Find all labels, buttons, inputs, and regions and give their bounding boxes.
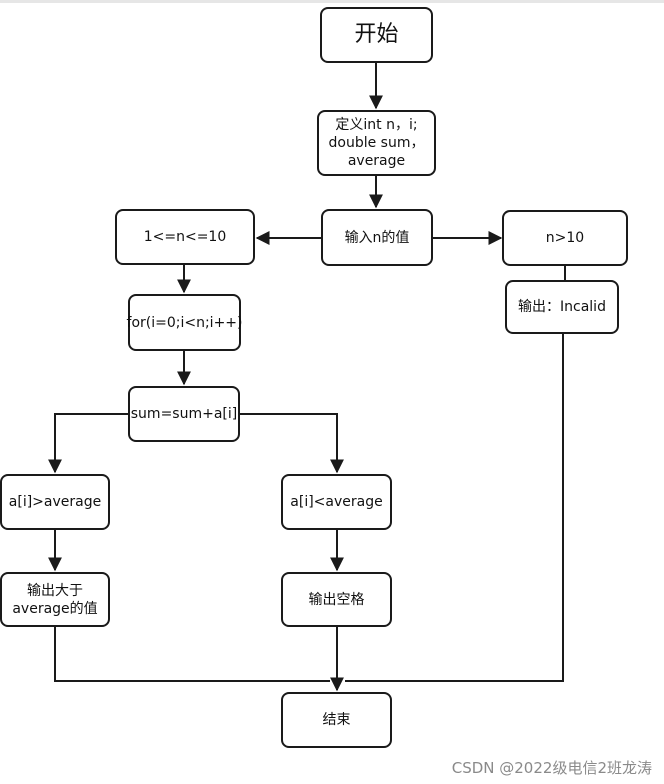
start-node: 开始 <box>320 7 433 63</box>
print-greater-node: 输出大于 average的值 <box>0 572 110 627</box>
range-check-node: 1<=n<=10 <box>115 209 255 265</box>
window-top-border <box>0 0 664 3</box>
less-than-average-node: a[i]<average <box>281 474 392 530</box>
end-node: 结束 <box>281 692 392 748</box>
print-space-node: 输出空格 <box>281 572 392 627</box>
sum-accumulate-node: sum=sum+a[i] <box>128 386 240 442</box>
edge-sum-to-less <box>240 413 344 474</box>
define-variables-node: 定义int n，i; double sum， average <box>317 110 436 176</box>
invalid-output-node: 输出：Incalid <box>505 280 619 334</box>
edge-sum-to-greater <box>48 413 128 474</box>
too-big-check-node: n>10 <box>502 210 628 266</box>
input-n-node: 输入n的值 <box>321 209 433 266</box>
edge-invalid-to-end <box>345 334 564 682</box>
for-loop-node: for(i=0;i<n;i++) <box>127 294 243 351</box>
greater-than-average-node: a[i]>average <box>0 474 110 530</box>
csdn-watermark: CSDN @2022级电信2班龙涛 <box>451 759 652 777</box>
edge-print-greater-to-end <box>54 627 330 682</box>
